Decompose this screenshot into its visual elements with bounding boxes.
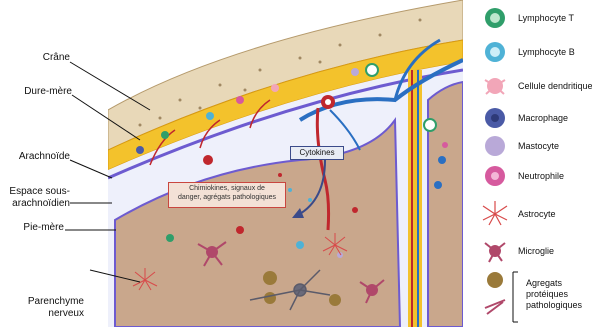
legend-item-macrophage: Macrophage (482, 108, 592, 136)
label-dure-mere: Dure-mère (14, 86, 72, 98)
pointer-arachnoide (70, 160, 112, 178)
legend-label: Cellule dendritique (518, 81, 592, 92)
legend-label: Neutrophile (518, 171, 564, 182)
legend-label-2: protéiques (526, 289, 568, 300)
legend-label: Macrophage (518, 113, 568, 124)
legend-item-lymphocyte-t: Lymphocyte T (482, 8, 592, 36)
label-espace-2: arachnoïdien (4, 198, 70, 210)
label-crane: Crâne (30, 52, 70, 64)
label-parenchyme-2: nerveux (24, 308, 84, 320)
label-pie-mere: Pie-mère (14, 222, 64, 234)
legend-item-dendritic: Cellule dendritique (482, 76, 592, 104)
chemokines-line-1: Chimiokines, signaux de (169, 185, 285, 194)
legend-item-lymphocyte-b: Lymphocyte B (482, 42, 592, 70)
parenchyma-right (428, 82, 463, 327)
legend-label: Lymphocyte B (518, 47, 575, 58)
cytokines-callout: Cytokines (290, 146, 344, 160)
label-parenchyme-1: Parenchyme (24, 296, 84, 308)
legend-label: Lymphocyte T (518, 13, 574, 24)
legend-item-microglie: Microglie (482, 241, 592, 269)
legend-label: Microglie (518, 246, 554, 257)
chemokines-callout: Chimiokines, signaux de danger, agrégats… (168, 182, 286, 208)
legend-label-3: pathologiques (526, 300, 582, 311)
chemokines-line-2: danger, agrégats pathologiques (169, 194, 285, 203)
vessel-vertical-yellow (408, 70, 422, 327)
legend-item-agregats: Agregats protéiques pathologiques (482, 272, 592, 322)
label-espace-1: Espace sous- (4, 186, 70, 198)
legend-item-mastocyte: Mastocyte (482, 136, 592, 164)
legend-label: Astrocyte (518, 209, 556, 220)
legend-label: Mastocyte (518, 141, 559, 152)
legend-item-astrocyte: Astrocyte (482, 204, 592, 232)
legend-label: Agregats (526, 278, 562, 289)
label-arachnoide: Arachnoïde (10, 151, 70, 163)
legend-item-neutrophile: Neutrophile (482, 166, 592, 194)
